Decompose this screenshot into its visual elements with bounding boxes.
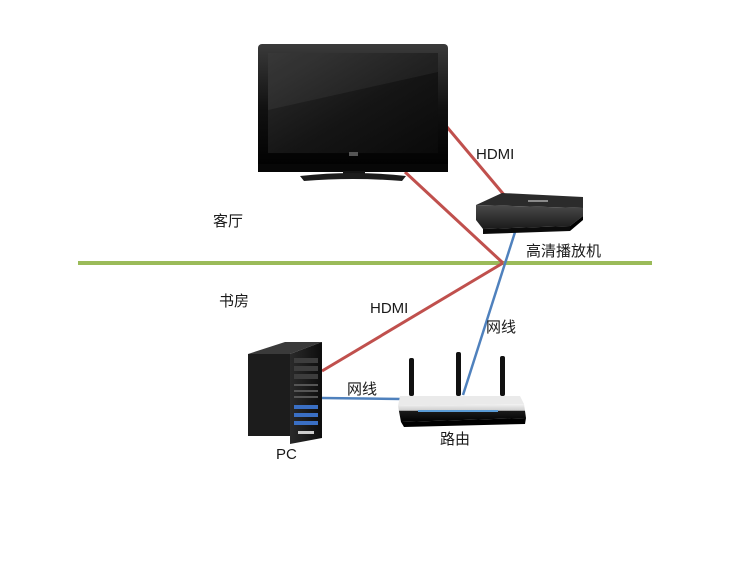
router-label: 路由 (440, 430, 471, 448)
hd-player-label: 高清播放机 (526, 242, 602, 260)
network-label-player-router: 网线 (486, 318, 517, 336)
network-cable-player-router (461, 228, 518, 396)
network-label-pc-router: 网线 (347, 380, 378, 398)
pc-label: PC (276, 446, 297, 463)
hdmi-cable-pc (321, 261, 504, 373)
router-icon (398, 352, 526, 427)
network-cable-pc-router (321, 396, 403, 401)
hd-player-icon (476, 193, 583, 234)
hdmi-cable-tv-player (445, 126, 507, 197)
room-label-living-room: 客厅 (213, 212, 244, 230)
hdmi-cable-tv-junction (403, 170, 505, 265)
tv-icon (258, 44, 448, 181)
hdmi-label-tv: HDMI (476, 146, 515, 163)
pc-tower-icon (248, 342, 322, 444)
hdmi-label-pc: HDMI (370, 300, 409, 317)
room-label-study: 书房 (219, 292, 250, 310)
